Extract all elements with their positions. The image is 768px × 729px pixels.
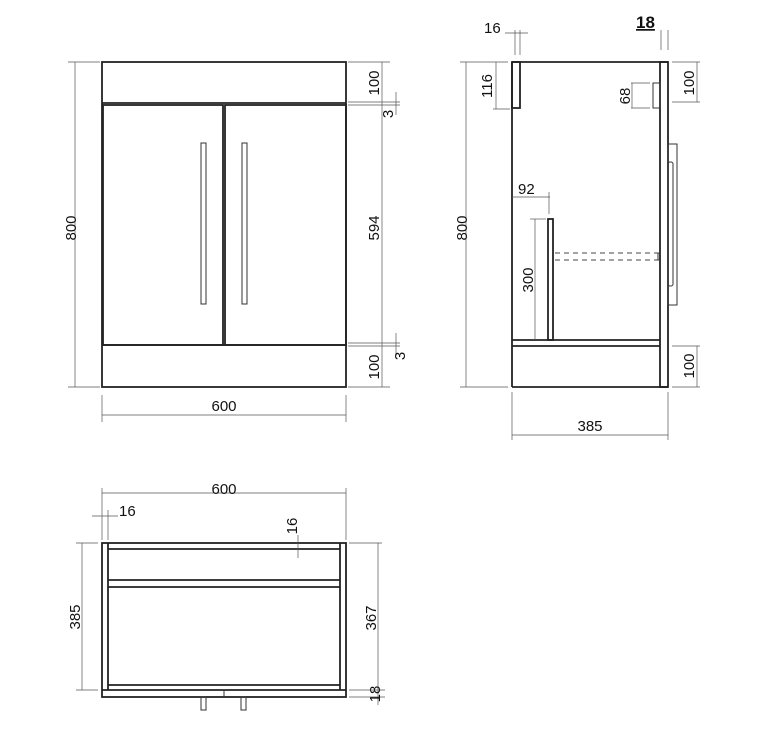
front-outline (101, 61, 347, 388)
front-width-label: 600 (211, 398, 236, 415)
side-view: 16 18 800 116 68 100 100 92 300 385 (454, 13, 700, 440)
rear-rail (511, 61, 521, 109)
front-bottom-rail-label: 100 (366, 354, 383, 379)
plan-handle-left (200, 696, 207, 711)
front-door-height-label: 594 (366, 215, 383, 240)
plan-width-label: 600 (211, 481, 236, 498)
side-plinth-label: 100 (681, 353, 698, 378)
side-rear-rail-label: 116 (479, 74, 496, 98)
plan-inner-depth-label: 367 (363, 605, 380, 630)
side-height-label: 800 (454, 215, 471, 240)
block (652, 82, 661, 109)
front-view: 800 600 100 3 594 100 3 (63, 61, 409, 422)
divider (547, 218, 554, 341)
front-top-rail-label: 100 (366, 70, 383, 95)
side-depth-label: 385 (577, 418, 602, 435)
side-shelf-offset-label: 92 (518, 181, 535, 198)
side-top-rail-label: 100 (681, 70, 698, 95)
plan-depth-label: 385 (67, 604, 84, 629)
plan-view: 600 16 16 385 367 18 (67, 481, 385, 711)
left-door-handle (200, 142, 207, 305)
side-divider-height-label: 300 (520, 267, 537, 292)
left-door (102, 104, 224, 346)
front-gap-top-label: 3 (380, 110, 397, 118)
front-gap-bottom-label: 3 (392, 352, 409, 360)
plan-side-thickness-label: 16 (119, 503, 136, 520)
plan-outline (101, 542, 347, 698)
front-height-label: 800 (63, 215, 80, 240)
door-panel (659, 61, 669, 388)
side-block-label: 68 (617, 88, 634, 105)
plan-door-thickness-label: 18 (367, 686, 384, 703)
side-panel-thickness-label: 16 (484, 20, 501, 37)
side-door-thickness-label: 18 (636, 13, 655, 32)
plan-handle-right (240, 696, 247, 711)
plan-rail-thickness-label: 16 (284, 518, 301, 535)
right-door-handle (241, 142, 248, 305)
right-door (224, 104, 347, 346)
